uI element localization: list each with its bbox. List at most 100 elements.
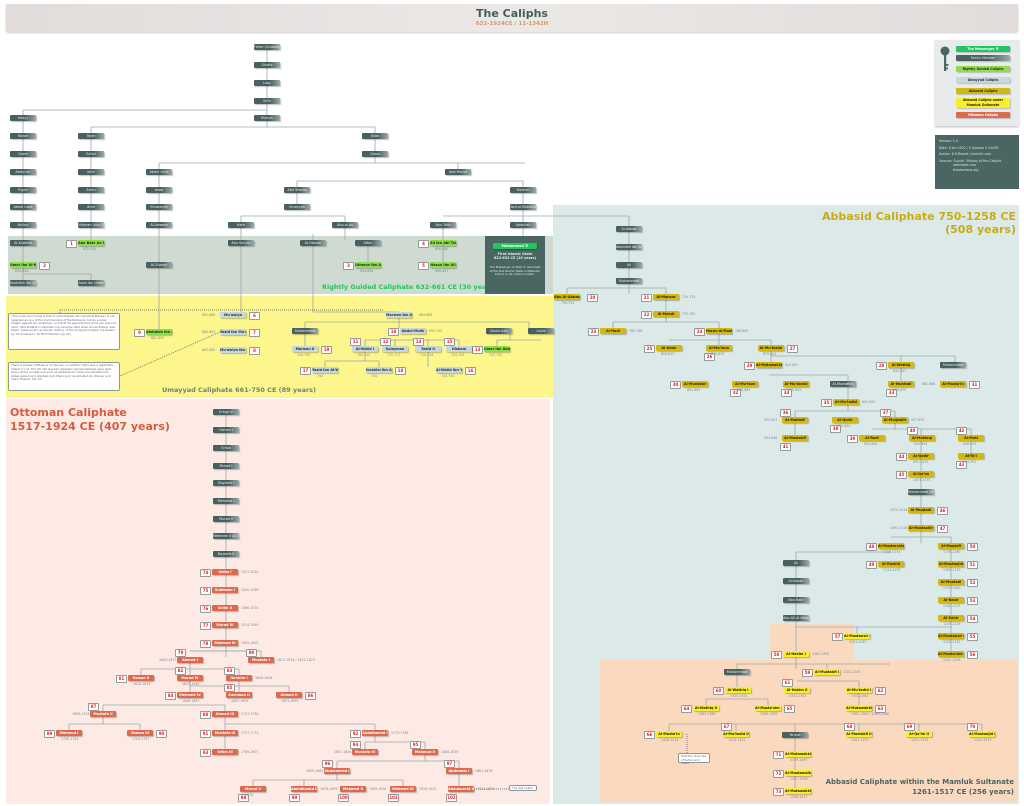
family-node-khattab[interactable]: Al-Khattab xyxy=(10,240,36,246)
caliph-node-mu-awiya-ibn-yazid[interactable]: Mu'awiya ibn Yazid xyxy=(220,347,246,353)
family-node-saad[interactable]: Sa'ad xyxy=(78,151,104,157)
caliph-node-al-mansur[interactable]: Al-Mansur xyxy=(653,294,679,300)
caliph-node-mustafa-ii[interactable]: Mustafa II xyxy=(90,711,116,717)
caliph-node-mu-awiya[interactable]: Mu'awiya xyxy=(220,312,246,318)
family-node-abdullahumar[interactable]: Abdullah ibn Umar xyxy=(10,280,36,286)
caliph-node-al-mustamsik[interactable]: Al-Mustamsik xyxy=(785,770,811,776)
caliph-node-al-wathiq-i[interactable]: Al-Wathiq I xyxy=(725,687,751,693)
caliph-node-mehmed-iv[interactable]: Mehmed IV xyxy=(177,692,203,698)
caliph-node-ali-ibn-abi-talib[interactable]: Ali ibn Abi Talib xyxy=(430,240,456,246)
family-node-hasan[interactable]: Al-Hasan xyxy=(783,578,809,584)
caliph-node-hasan-ibn-ali[interactable]: Hasan ibn Ali xyxy=(430,262,456,268)
family-node-affan[interactable]: Affan xyxy=(355,240,381,246)
caliph-node-mustafa-i[interactable]: Mustafa I xyxy=(248,657,274,663)
caliph-node-al-musta-in[interactable]: Al-Musta'in xyxy=(940,381,966,387)
caliph-node-al-rashid[interactable]: Al-Rashid xyxy=(878,561,904,567)
caliph-node-al-hakim-ii[interactable]: Al-Hakim II xyxy=(784,687,810,693)
family-node-kab2[interactable]: Ka'b xyxy=(78,169,104,175)
family-node-abbas[interactable]: Al-Abbas xyxy=(616,226,642,232)
caliph-node-harun-al-rashid[interactable]: Harun Al-Rashid xyxy=(706,328,732,334)
caliph-node-al-walid-i[interactable]: Al-Walid I xyxy=(352,346,378,352)
family-node-amir[interactable]: Amir xyxy=(78,204,104,210)
caliph-node-al-musta-sim-i[interactable]: Al-Musta'sim I xyxy=(938,651,964,657)
caliph-node-al-mustanjid[interactable]: Al-Mustanjid xyxy=(938,561,964,567)
caliph-node-al-qahir[interactable]: Al-Qahir xyxy=(832,417,858,423)
caliph-node-mahmud-i[interactable]: Mahmud I xyxy=(56,730,82,736)
family-node-muwaffaq[interactable]: Al-Muwaffaq xyxy=(830,381,856,387)
caliph-node-abdulhamid-i[interactable]: Abdulhamid I xyxy=(362,730,388,736)
caliph-node-abdullah-ibn-zubayr[interactable]: Abdullah ibn Zubayr xyxy=(146,329,172,335)
caliph-node-al-mustanjid-ii[interactable]: Al-Mustanjid II xyxy=(969,731,995,737)
family-node-muhdhakirat[interactable]: Muhammad Dhakhirat xyxy=(908,489,934,495)
caliph-node-al-ma-mun[interactable]: Al-Ma'mun xyxy=(706,345,732,351)
caliph-node-al-qa-im-ii[interactable]: Al-Qa'im II xyxy=(906,731,932,737)
caliph-node-abdulhamid-ii[interactable]: Abdulhamid II xyxy=(291,786,317,792)
caliph-node-al-mustakfi-i[interactable]: Al-Mustakfi I xyxy=(814,669,840,675)
family-node-abualas[interactable]: Abu al-As xyxy=(332,222,358,228)
family-node-awwam[interactable]: Al-Awwam xyxy=(146,222,172,228)
family-node-hashim[interactable]: Hashim xyxy=(510,187,536,193)
family-node-riyah[interactable]: Riyah xyxy=(10,187,36,193)
caliph-node-mustafa-iii[interactable]: Mustafa III xyxy=(212,730,238,736)
caliph-node-al-mustadi[interactable]: Al-Mustadi xyxy=(938,579,964,585)
family-node-khuwaylid[interactable]: Khuwaylid xyxy=(146,204,172,210)
family-node-asad[interactable]: Asad xyxy=(146,187,172,193)
caliph-node-al-musta-sim-ii[interactable]: Al-Musta'sim II xyxy=(755,705,781,711)
caliph-node-al-mustansir-ii[interactable]: Al-Mustansir II xyxy=(844,633,870,639)
family-node-muhammad-mamluk[interactable]: Muhammad xyxy=(724,669,750,675)
family-node-layla[interactable]: Layla xyxy=(528,328,554,334)
caliph-node-uthman-ibn-affan[interactable]: Uthman ibn Affan xyxy=(355,262,381,268)
caliph-node-al-muntasir[interactable]: Al-Muntasir xyxy=(682,381,708,387)
caliph-node-selim-iii[interactable]: Selim III xyxy=(212,749,238,755)
caliph-node-abdulmecid-i[interactable]: Abdulmecid I xyxy=(324,768,350,774)
caliph-node-al-mu-tamid[interactable]: Al-Mu'tamid xyxy=(783,381,809,387)
caliph-node-al-zahir[interactable]: Al-Zahir xyxy=(938,615,964,621)
caliph-node-ibrahim-ibn-al-walid[interactable]: Ibrahim ibn Al-Walid xyxy=(366,367,392,373)
caliph-node-ahmed-i[interactable]: Ahmed I xyxy=(177,657,203,663)
caliph-node-osman-iii[interactable]: Osman III xyxy=(127,730,153,736)
caliph-node-al-mu-tadid-ii[interactable]: Al-Mu'tadid II xyxy=(723,731,749,737)
family-node-hakam[interactable]: Al-Hakam xyxy=(300,240,326,246)
caliph-node-al-muqtafi[interactable]: Al-Muqtafi xyxy=(938,543,964,549)
caliph-node-al-nasir[interactable]: Al-Nasir xyxy=(938,597,964,603)
family-node-abdaluzza2[interactable]: Abdul Uzza xyxy=(146,169,172,175)
family-node-bayezid2[interactable]: Bayezid II xyxy=(213,551,239,557)
caliph-node-al-mahdi[interactable]: Al-Mahdi xyxy=(653,311,679,317)
caliph-node-selim-ii[interactable]: Selim II xyxy=(212,605,238,611)
family-node-qurat[interactable]: Qurat xyxy=(10,151,36,157)
messenger-node[interactable]: Muhammad ® xyxy=(493,243,537,249)
family-node-abdmuttalib[interactable]: Abd al-Muttalib xyxy=(510,204,536,210)
caliph-node-mustafa-iv[interactable]: Mustafa IV xyxy=(352,749,378,755)
family-node-qusai[interactable]: Qusai xyxy=(362,151,388,157)
caliph-node-osman-ii[interactable]: Osman II xyxy=(128,675,154,681)
family-node-yaqub[interactable]: Ya'qub xyxy=(782,732,808,738)
caliph-node-al-mutawakkil-ii[interactable]: Al-Mutawakkil II xyxy=(785,751,811,757)
family-node-osman1[interactable]: Osman I xyxy=(213,427,239,433)
caliph-node-abu-al-abbas-as-saffah[interactable]: Abu Al-Abbas as-Saffah xyxy=(554,294,580,300)
caliph-node-abdulmecid-ii[interactable]: Abdulmecid II xyxy=(448,786,474,792)
family-node-nufayl[interactable]: Nufayl xyxy=(10,222,36,228)
caliph-node-al-muti[interactable]: Al-Muti xyxy=(958,435,984,441)
caliph-node-suleiman-i[interactable]: Suleiman I xyxy=(212,587,238,593)
caliph-node-abdul-malik[interactable]: Abdul-Malik xyxy=(400,328,426,334)
caliph-node-al-mustarshid[interactable]: Al-Mustarshid xyxy=(878,543,904,549)
family-node-kilab[interactable]: Kilab xyxy=(362,133,388,139)
caliph-node-al-hakim-i[interactable]: Al-Hakim I xyxy=(783,651,809,657)
family-node-muhammad2[interactable]: Muhammad xyxy=(940,362,966,368)
caliph-node-marwan-ii[interactable]: Marwan II xyxy=(292,346,318,352)
family-node-luay[interactable]: Luay xyxy=(254,80,280,86)
caliph-node-mehmed-vi[interactable]: Mehmed VI xyxy=(390,786,416,792)
caliph-node-al-mustazhir[interactable]: Al-Mustazhir xyxy=(908,525,934,531)
caliph-node-yazid-ii[interactable]: Yazid II xyxy=(415,346,441,352)
caliph-node-al-mu-tadid[interactable]: Al-Mu'tadid xyxy=(833,399,859,405)
family-node-uthmanaq[interactable]: Uthman (Abu Qutafah) xyxy=(78,222,104,228)
family-node-muhammad_um[interactable]: Muhammad xyxy=(292,328,318,334)
caliph-node-al-muhtadi[interactable]: Al-Muhtadi xyxy=(888,381,914,387)
caliph-node-mehmed-v[interactable]: Mehmed V xyxy=(340,786,366,792)
caliph-node-al-radi[interactable]: Al-Radi xyxy=(859,435,885,441)
caliph-node-at-ta-i[interactable]: At-Ta'i xyxy=(958,453,984,459)
caliph-node-al-mustakfi-ii[interactable]: Al-Mustakfi II xyxy=(846,731,872,737)
family-node-abdshams[interactable]: Abd Shams xyxy=(284,187,310,193)
caliph-node-sulayman[interactable]: Sulayman xyxy=(382,346,408,352)
caliph-node-abu-bakr-as-siddiq[interactable]: Abu Bakr As-Siddiq xyxy=(78,240,104,246)
